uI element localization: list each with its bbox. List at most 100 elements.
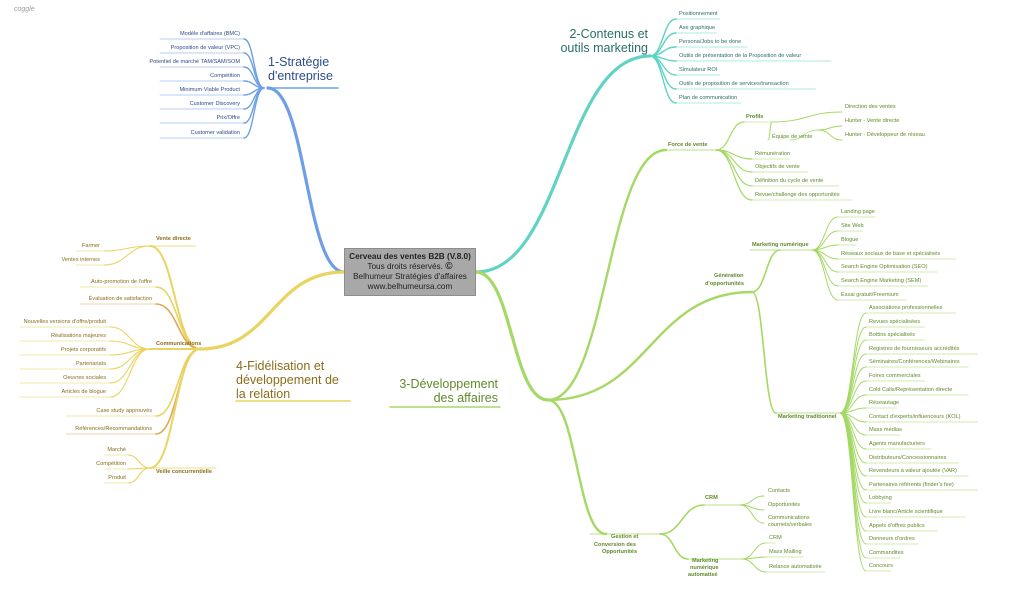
communications-item[interactable]: Oeuvres sociales (63, 375, 106, 381)
content-item[interactable]: Outils de proposition de services/transa… (679, 81, 789, 87)
marketing-traditionnel-item[interactable]: Livre blanc/Article scientifique (869, 509, 943, 515)
marketing-traditionnel-item[interactable]: Séminaires/Conférences/Webinaires (869, 359, 960, 365)
connector (659, 504, 705, 535)
connector (109, 348, 151, 384)
auto-label[interactable]: numérique (690, 565, 719, 571)
force-vente-item[interactable]: Définition du cycle de vente (755, 178, 824, 184)
central-node[interactable]: Cerveau des ventes B2B (V.8.0) Tous droi… (344, 248, 476, 296)
gestion-label[interactable]: Gestion et (611, 534, 639, 540)
marketing-traditionnel-item[interactable]: Revendeurs à valeur ajoutée (VAR) (869, 468, 957, 474)
marketing-traditionnel-item[interactable]: Cold Calls/Représentation directe (869, 387, 953, 393)
strategy-item[interactable]: Potentiel de marché TAM/SAM/SOM (149, 59, 240, 65)
connector (839, 412, 867, 518)
fidelisation-item[interactable]: Case study approuvés (96, 408, 152, 414)
marketing-traditionnel-item[interactable]: Donneurs d'ordres (869, 536, 915, 542)
profil-item[interactable]: Hunter - Vente directe (845, 118, 900, 124)
strategy-item[interactable]: Customer Discovery (189, 101, 240, 107)
connector (149, 348, 201, 469)
connector (659, 533, 689, 560)
marketing-traditionnel-item[interactable]: Partenaires référents (finder's fee) (869, 482, 954, 488)
crm-item[interactable]: Contacts (768, 488, 791, 494)
content-item[interactable]: Persona/Jobs to be done (679, 39, 742, 45)
profil-item[interactable]: Hunter - Développeur de réseau (845, 132, 925, 138)
marketing-numerique-item[interactable]: Search Engine Optimisation (SEO) (841, 264, 928, 270)
veille-item[interactable]: Produit (108, 475, 126, 481)
marketing-numerique-item[interactable]: Search Engine Marketing (SEM) (841, 278, 922, 284)
communications-item[interactable]: Partenariats (75, 361, 106, 367)
content-item[interactable]: Simulateur ROI (679, 67, 718, 73)
central-company: Belhumeur Stratégies d'affaires (353, 272, 467, 281)
content-item[interactable]: Plan de communication (679, 95, 738, 101)
marketing-traditionnel-item[interactable]: Agents manufacturiers (869, 441, 925, 447)
marketing-numerique-item[interactable]: Essai gratuit/Freemium (841, 292, 899, 298)
generation-label[interactable]: Génération (714, 273, 744, 279)
auto-item[interactable]: Relance automatisée (769, 564, 822, 570)
auto-label[interactable]: Marketing (692, 558, 719, 564)
marketing-traditionnel-item[interactable]: Bottins spécialisés (869, 332, 916, 338)
marketing-traditionnel-item[interactable]: Foires commerciales (869, 373, 921, 379)
marketing-traditionnel-item[interactable]: Associations professionnelles (869, 305, 943, 311)
marketing-traditionnel-item[interactable]: Contact d'experts/influenceurs (KOL) (869, 414, 961, 420)
strategy-item[interactable]: Customer validation (190, 130, 240, 136)
fidelisation-item[interactable]: Références/Recommandations (75, 426, 152, 432)
marketing-traditionnel-item[interactable]: Distributeurs/Concessionnaires (869, 455, 947, 461)
auto-item[interactable]: CRM (769, 535, 782, 541)
branch-title-fid[interactable]: 4-Fidélisation et développement de la re… (236, 359, 339, 401)
fidelisation-item[interactable]: Évaluation de satisfaction (88, 296, 152, 302)
veille-label[interactable]: Veille concurrentielle (156, 469, 212, 475)
crm-label[interactable]: CRM (705, 495, 718, 501)
marketing-numerique-item[interactable]: Blogue (841, 237, 859, 243)
connector (649, 55, 677, 104)
auto-label[interactable]: automatisé (688, 572, 718, 578)
marketing-numerique-label[interactable]: Marketing numérique (752, 242, 809, 248)
vente-directe-item[interactable]: Ventes internes (61, 257, 100, 263)
communications-item[interactable]: Articles de blogue (61, 389, 106, 395)
marketing-traditionnel-item[interactable]: Lobbying (869, 495, 892, 501)
crm-item[interactable]: Opportunités (768, 502, 801, 508)
branch-title-dev[interactable]: 3-Développement des affaires (390, 377, 498, 405)
communications-item[interactable]: Projets corporatifs (60, 347, 106, 353)
content-item[interactable]: Outils de présentation de la Proposition… (679, 53, 802, 59)
equipe-vente-label[interactable]: Équipe de vente (772, 134, 813, 140)
auto-item[interactable]: Mass Mailing (769, 549, 802, 555)
marketing-traditionnel-item[interactable]: Registres de fournisseurs accrédités (869, 346, 960, 352)
fidelisation-item[interactable]: Auto-promotion de l'offre (91, 279, 152, 285)
branch-title-content[interactable]: 2-Contenus et outils marketing (542, 27, 648, 55)
veille-item[interactable]: Compétition (96, 461, 126, 467)
marketing-numerique-item[interactable]: Réseaux sociaux de base et spécialisés (841, 251, 941, 257)
crm-item[interactable]: Communications courriels/verbales (768, 515, 812, 528)
marketing-traditionnel-item[interactable]: Concours (869, 563, 893, 569)
branch-title-strategy[interactable]: 1-Stratégie d'entreprise (268, 55, 333, 83)
gestion-label[interactable]: Opportunités (602, 549, 638, 555)
marketing-traditionnel-item[interactable]: Appels d'offres publics (869, 523, 925, 529)
profil-item[interactable]: Direction des ventes (845, 104, 896, 110)
central-website: www.belhumeursa.com (367, 282, 453, 291)
content-item[interactable]: Axe graphique (679, 25, 716, 31)
force-vente-label[interactable]: Force de vente (668, 142, 708, 148)
marketing-numerique-item[interactable]: Site Web (841, 223, 864, 229)
strategy-item[interactable]: Compétition (210, 73, 240, 79)
gestion-label[interactable]: Conversion des (594, 542, 636, 548)
marketing-numerique-item[interactable]: Landing page (841, 209, 875, 215)
veille-item[interactable]: Marché (107, 447, 126, 453)
generation-label[interactable]: d'opportunités (705, 281, 744, 287)
marketing-traditionnel-item[interactable]: Revues spécialisées (869, 319, 920, 325)
vente-directe-label[interactable]: Vente directe (156, 236, 191, 242)
marketing-traditionnel-label[interactable]: Marketing traditionnel (778, 414, 837, 420)
marketing-traditionnel-item[interactable]: Mass médias (869, 427, 902, 433)
communications-item[interactable]: Nouvelles versions d'offre/produit (23, 319, 106, 325)
profils-label[interactable]: Profils (746, 114, 764, 120)
marketing-traditionnel-item[interactable]: Réseautage (869, 400, 900, 406)
force-vente-item[interactable]: Objectifs de vente (755, 164, 800, 170)
communications-item[interactable]: Réalisations majeures (50, 333, 106, 339)
strategy-item[interactable]: Minimum Viable Product (179, 87, 240, 93)
content-item[interactable]: Positionnement (679, 11, 718, 17)
strategy-item[interactable]: Modèle d'affaires (BMC) (179, 31, 240, 37)
strategy-item[interactable]: Proposition de valeur (VPC) (170, 45, 240, 51)
force-vente-item[interactable]: Rémunération (755, 151, 791, 157)
communications-label[interactable]: Communications (156, 341, 202, 347)
vente-directe-item[interactable]: Farmer (81, 243, 100, 249)
strategy-item[interactable]: Prix/Offre (216, 115, 240, 121)
force-vente-item[interactable]: Revue/challenge des opportunités (755, 192, 840, 198)
marketing-traditionnel-item[interactable]: Commandites (869, 550, 904, 556)
